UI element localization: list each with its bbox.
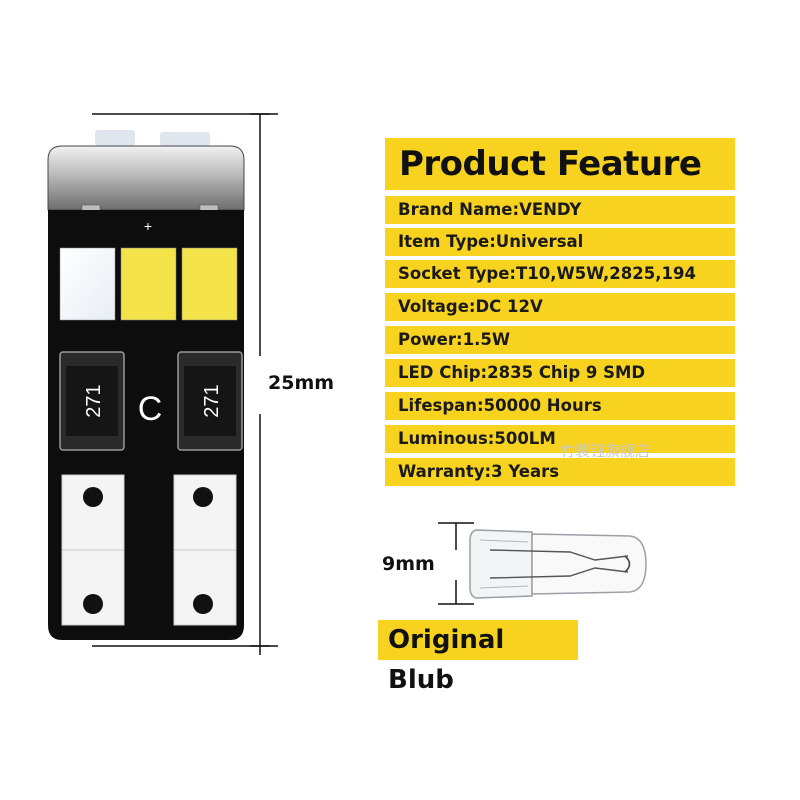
bulb-dimension-label: 9mm (382, 553, 435, 575)
pcb-board (48, 210, 244, 640)
height-dimension-line (92, 113, 278, 655)
store-watermark: 竹裴钰旗舰店 (560, 443, 651, 460)
bulb-dimension-line (438, 522, 474, 605)
feature-row-voltage: Voltage:DC 12V (385, 293, 735, 321)
feature-row-warranty: Warranty:3 Years (385, 458, 735, 486)
height-dimension-label: 25mm (268, 372, 335, 394)
feature-row-luminous: Luminous:500LM (385, 425, 735, 453)
feature-row-lifespan: Lifespan:50000 Hours (385, 392, 735, 420)
original-blub-label: Original Blub (378, 620, 578, 695)
led-bulb-illustration: + 271 271 C (47, 113, 278, 655)
feature-row-item-type: Item Type:Universal (385, 228, 735, 256)
original-bulb-illustration (438, 522, 647, 605)
pcb-center-mark: C (138, 390, 163, 428)
resistor-left-code: 271 (83, 384, 105, 417)
feature-row-brand: Brand Name:VENDY (385, 196, 735, 224)
polarity-plus-mark: + (144, 218, 152, 234)
feature-table-title: Product Feature (385, 138, 735, 190)
resistor-right-code: 271 (201, 384, 223, 417)
feature-row-socket-type: Socket Type:T10,W5W,2825,194 (385, 260, 735, 288)
feature-row-power: Power:1.5W (385, 326, 735, 354)
feature-row-led-chip: LED Chip:2835 Chip 9 SMD (385, 359, 735, 387)
